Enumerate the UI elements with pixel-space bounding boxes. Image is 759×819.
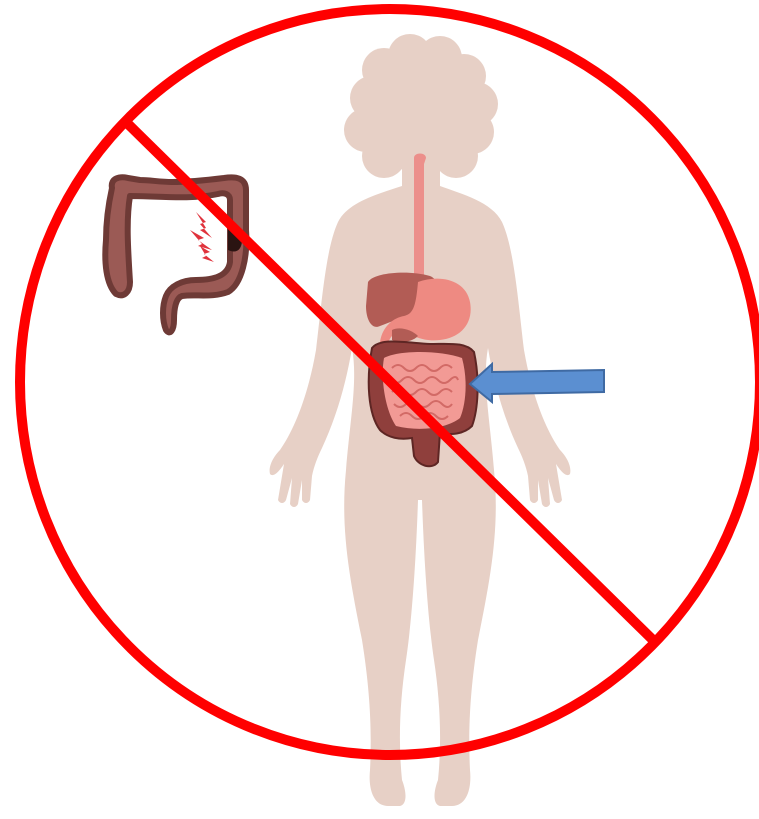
left-arrow-icon xyxy=(470,364,604,402)
colon-icon xyxy=(105,177,246,332)
lightning-bolt-icon xyxy=(190,212,214,262)
colon-outline xyxy=(105,177,246,332)
